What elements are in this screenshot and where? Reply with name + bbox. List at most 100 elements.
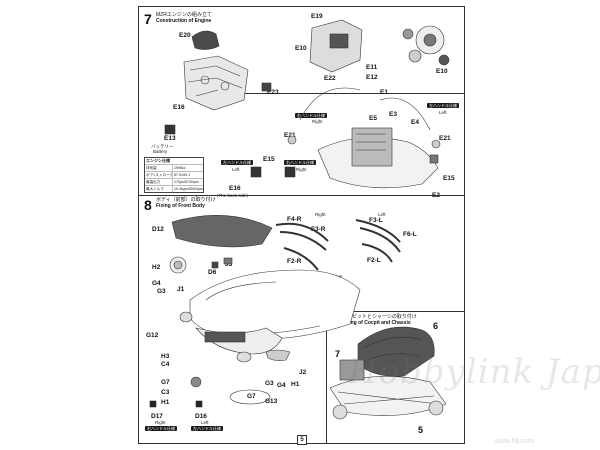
license-plate-drawing: [229, 389, 271, 405]
part-e16-drawing: [250, 166, 262, 178]
part-f6l: F6-L: [403, 231, 417, 238]
step8-title-jp: ボディ（前部）の取り付け: [156, 197, 216, 203]
battery-label-en: Battery: [153, 149, 168, 154]
part-e15a: E15: [263, 156, 275, 163]
label-left-f: Left: [378, 212, 386, 217]
label-left-e16: Left: [232, 167, 240, 172]
step7-number: 7: [144, 11, 152, 27]
part-e5: E5: [369, 115, 377, 122]
spec-header: エンジン仕様: [146, 158, 170, 163]
tag-right-hand-e16: 右ハンドル仕様: [284, 160, 316, 165]
part-e13: E13: [164, 135, 176, 142]
part-e23-drawing: [261, 82, 272, 92]
watermark: Hobbylink Japan: [348, 352, 600, 392]
part-e22: E22: [324, 75, 336, 82]
tag-left-hand-e4: 左ハンドル仕様: [427, 103, 459, 108]
part-e23: E23: [267, 89, 279, 96]
part-e16b: E16: [229, 185, 241, 192]
callout-6: 6: [433, 321, 439, 331]
part-g7a: G7: [161, 379, 170, 386]
part-c4: C4: [161, 361, 170, 368]
part-e3: E3: [389, 111, 397, 118]
spec-value: 1998cc: [174, 166, 186, 170]
fender-right-drawing: [275, 222, 329, 271]
part-f2r: F2-R: [287, 258, 302, 265]
part-e10a: E10: [295, 45, 307, 52]
step8-step9-divider: [326, 311, 464, 312]
part-g7b: G7: [247, 393, 256, 400]
part-h2: H2: [152, 264, 161, 271]
step7-step8-divider: [139, 195, 464, 196]
part-h1b: H1: [291, 381, 300, 388]
tag-left-hand-d16: 左ハンドル仕様: [191, 426, 223, 431]
spec-value: 19.3kgm/5000rpm: [174, 187, 203, 191]
spec-key: ボア×ストローク: [146, 172, 173, 178]
step7-title-en: Construction of Engine: [156, 18, 212, 24]
car-body-drawing: [189, 269, 361, 340]
label-left-top: Left: [439, 110, 447, 115]
part-c3: C3: [161, 389, 170, 396]
watermark-url: www.hlj.com: [495, 438, 534, 445]
part-d12: D12: [152, 226, 164, 233]
part-f4r: F4-R: [287, 216, 302, 223]
part-e4: E4: [411, 119, 419, 126]
engine-cover-drawing: [191, 30, 220, 50]
spec-value: 170ps/6700rpm: [174, 180, 199, 184]
part-g4b: G4: [277, 382, 286, 389]
callout-7: 7: [335, 349, 341, 359]
part-e10b: E10: [436, 68, 448, 75]
part-d6: D6: [208, 269, 217, 276]
tag-right-hand-d17: 右ハンドル仕様: [145, 426, 177, 431]
part-f3r: F3-R: [311, 226, 326, 233]
hood-drawing: [171, 215, 273, 248]
spec-value: 87.5×83.1: [174, 173, 191, 177]
part-d16: D16: [195, 413, 207, 420]
part-g4: G4: [152, 280, 161, 287]
part-e1: E1: [380, 89, 388, 96]
back-side-label: (The back side): [217, 193, 249, 198]
battery-label-jp: バッテリー: [151, 144, 174, 149]
part-j2: J2: [299, 369, 307, 376]
label-right-top: Right: [312, 119, 323, 124]
step8-number: 8: [144, 197, 152, 213]
fender-left-drawing: [355, 219, 401, 263]
tag-left-hand-e16: 左ハンドル仕様: [221, 160, 253, 165]
part-e19: E19: [311, 13, 323, 20]
part-f2l: F2-L: [367, 257, 381, 264]
part-f3l: F3-L: [369, 217, 383, 224]
tag-right-hand-e5: 右ハンドル仕様: [295, 113, 327, 118]
part-h3: H3: [161, 353, 170, 360]
part-j1: J1: [177, 286, 185, 293]
part-e20: E20: [179, 32, 191, 39]
part-e2: E2: [432, 192, 440, 199]
part-j5: J5: [225, 261, 233, 268]
part-d17: D17: [151, 413, 163, 420]
label-right-d17: Right: [155, 420, 166, 425]
callout-5: 5: [418, 425, 424, 435]
part-h1a: H1: [161, 399, 170, 406]
part-e16: E16: [173, 104, 185, 111]
spec-key: 排気量: [145, 165, 173, 171]
step9-title-jp: コクピットとシャーシの取り付け: [342, 314, 417, 320]
headlight-drawing: [179, 311, 193, 323]
step7-title-jp: MZRエンジンの組み立て: [156, 12, 212, 18]
part-e15b: E15: [443, 175, 455, 182]
label-right-e16: Right: [296, 167, 307, 172]
label-left-d16: Left: [201, 420, 209, 425]
step9-left-border: [326, 311, 327, 443]
part-g3b: G3: [265, 380, 274, 387]
step9-title-en: Fixing of Cocpit and Chassis: [342, 320, 411, 326]
part-e11: E11: [366, 64, 378, 71]
part-g3: G3: [157, 288, 166, 295]
cockpit-drawing: [357, 326, 435, 377]
part-e12: E12: [366, 74, 378, 81]
page-number: 5: [297, 435, 307, 445]
part-e21b: E21: [439, 135, 451, 142]
label-right-f: Right: [315, 212, 326, 217]
part-e21a: E21: [284, 132, 296, 139]
spec-key: 最大トルク: [145, 186, 173, 192]
part-g13: G13: [265, 398, 278, 405]
